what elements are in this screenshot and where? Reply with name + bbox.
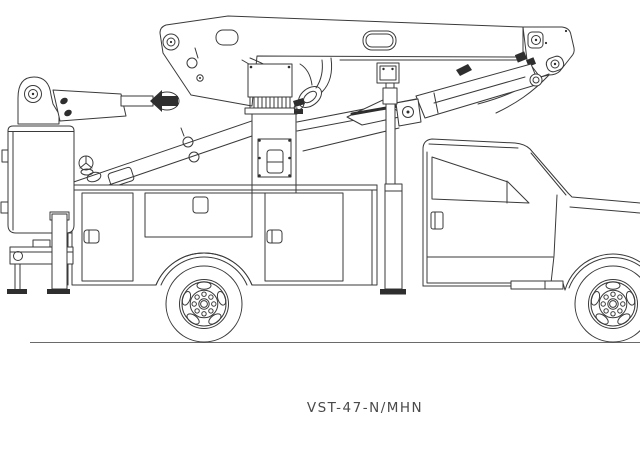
bucket-scuff-pad (1, 149, 9, 163)
access-panel (257, 138, 292, 178)
bed-details (67, 184, 378, 286)
cab-outline (422, 138, 569, 287)
door-latch (192, 196, 209, 214)
outrigger-foot (7, 289, 27, 294)
door-seam (426, 151, 558, 284)
cylinder-clevis (529, 73, 543, 87)
windshield-pillar (530, 152, 567, 196)
turret-pedestal (244, 57, 333, 194)
hydraulic-elbow (293, 86, 323, 111)
fender-crease (569, 206, 640, 214)
turret-hoses (299, 57, 333, 93)
front-fender (562, 253, 640, 291)
compartment-door-right (264, 192, 344, 282)
boom-hand-hole (362, 30, 397, 51)
bucket-body (7, 125, 75, 234)
tire (574, 265, 640, 343)
clevis-arrow (150, 90, 178, 112)
bucket-scuff-pad (0, 201, 9, 214)
tire (165, 265, 243, 343)
door-latch (266, 229, 283, 244)
boom-rest-post (376, 62, 406, 295)
aerial-bucket (0, 76, 180, 234)
compartment-door-mid (144, 192, 253, 238)
front-wheel (574, 265, 640, 343)
rear-outrigger-leg (47, 211, 70, 294)
hub (598, 289, 628, 319)
outrigger-foot (47, 289, 70, 294)
hood-line (567, 192, 640, 204)
boom-hand-hole (215, 29, 239, 46)
post-foot (380, 289, 406, 295)
rear-wheel (165, 265, 243, 343)
rotation-bearing-plate (244, 107, 298, 115)
bucket-arm (52, 89, 127, 122)
truck-cab (422, 138, 640, 290)
front-wheel-arch (564, 253, 640, 291)
door-window (431, 156, 530, 204)
model-label: VST-47-N/MHN (307, 400, 423, 416)
turret-box (247, 63, 293, 98)
door-handle (430, 211, 444, 230)
rear-wheel-arch (155, 252, 253, 286)
boom-pivot-pin (162, 33, 180, 51)
door-latch (83, 229, 100, 244)
hub (189, 289, 219, 319)
lift-cylinder (296, 63, 550, 152)
pedestal-column (251, 113, 297, 194)
compartment-door-left (81, 192, 134, 282)
cab-step (510, 280, 564, 290)
